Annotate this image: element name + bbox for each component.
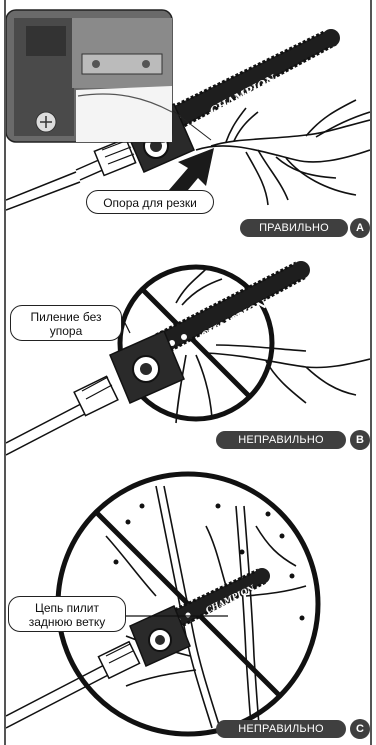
callout-cutting-support: Опора для резки [86, 190, 214, 214]
status-badge-incorrect: НЕПРАВИЛЬНО [216, 431, 346, 449]
panel-c: CHAMPION Цепь пилит заднюю ветку НЕПРАВИ… [6, 466, 370, 745]
panel-b: CHAMPION Пиление без упора НЕПРАВИЛЬНО B [6, 243, 370, 456]
status-badge-incorrect: НЕПРАВИЛЬНО [216, 720, 346, 738]
tree-branch [196, 100, 370, 205]
callout-line-1: Цепь пилит [15, 601, 119, 615]
panel-a: CHAMPION [6, 0, 370, 243]
saw-clamp [94, 139, 135, 176]
status-label: НЕПРАВИЛЬНО [238, 434, 324, 446]
saw-clamp [74, 376, 118, 415]
callout-line-1: Пиление без [17, 310, 115, 324]
callout-no-support: Пиление без упора [10, 305, 122, 341]
callout-pointer [124, 321, 130, 333]
panel-letter-c: C [350, 719, 370, 739]
page-border-right [370, 0, 372, 745]
panel-letter-a: A [350, 218, 370, 238]
saw-clamp [98, 642, 139, 678]
callout-line-2: упора [17, 324, 115, 338]
status-label: НЕПРАВИЛЬНО [238, 723, 324, 735]
panel-letter-b: B [350, 430, 370, 450]
status-badge-correct: ПРАВИЛЬНО [240, 219, 348, 237]
callout-chain-cuts-back-branch: Цепь пилит заднюю ветку [8, 596, 126, 632]
panel-b-illustration: CHAMPION [6, 243, 370, 456]
callout-text: Опора для резки [103, 196, 197, 210]
callout-line-2: заднюю ветку [15, 615, 119, 629]
status-label: ПРАВИЛЬНО [259, 222, 329, 234]
